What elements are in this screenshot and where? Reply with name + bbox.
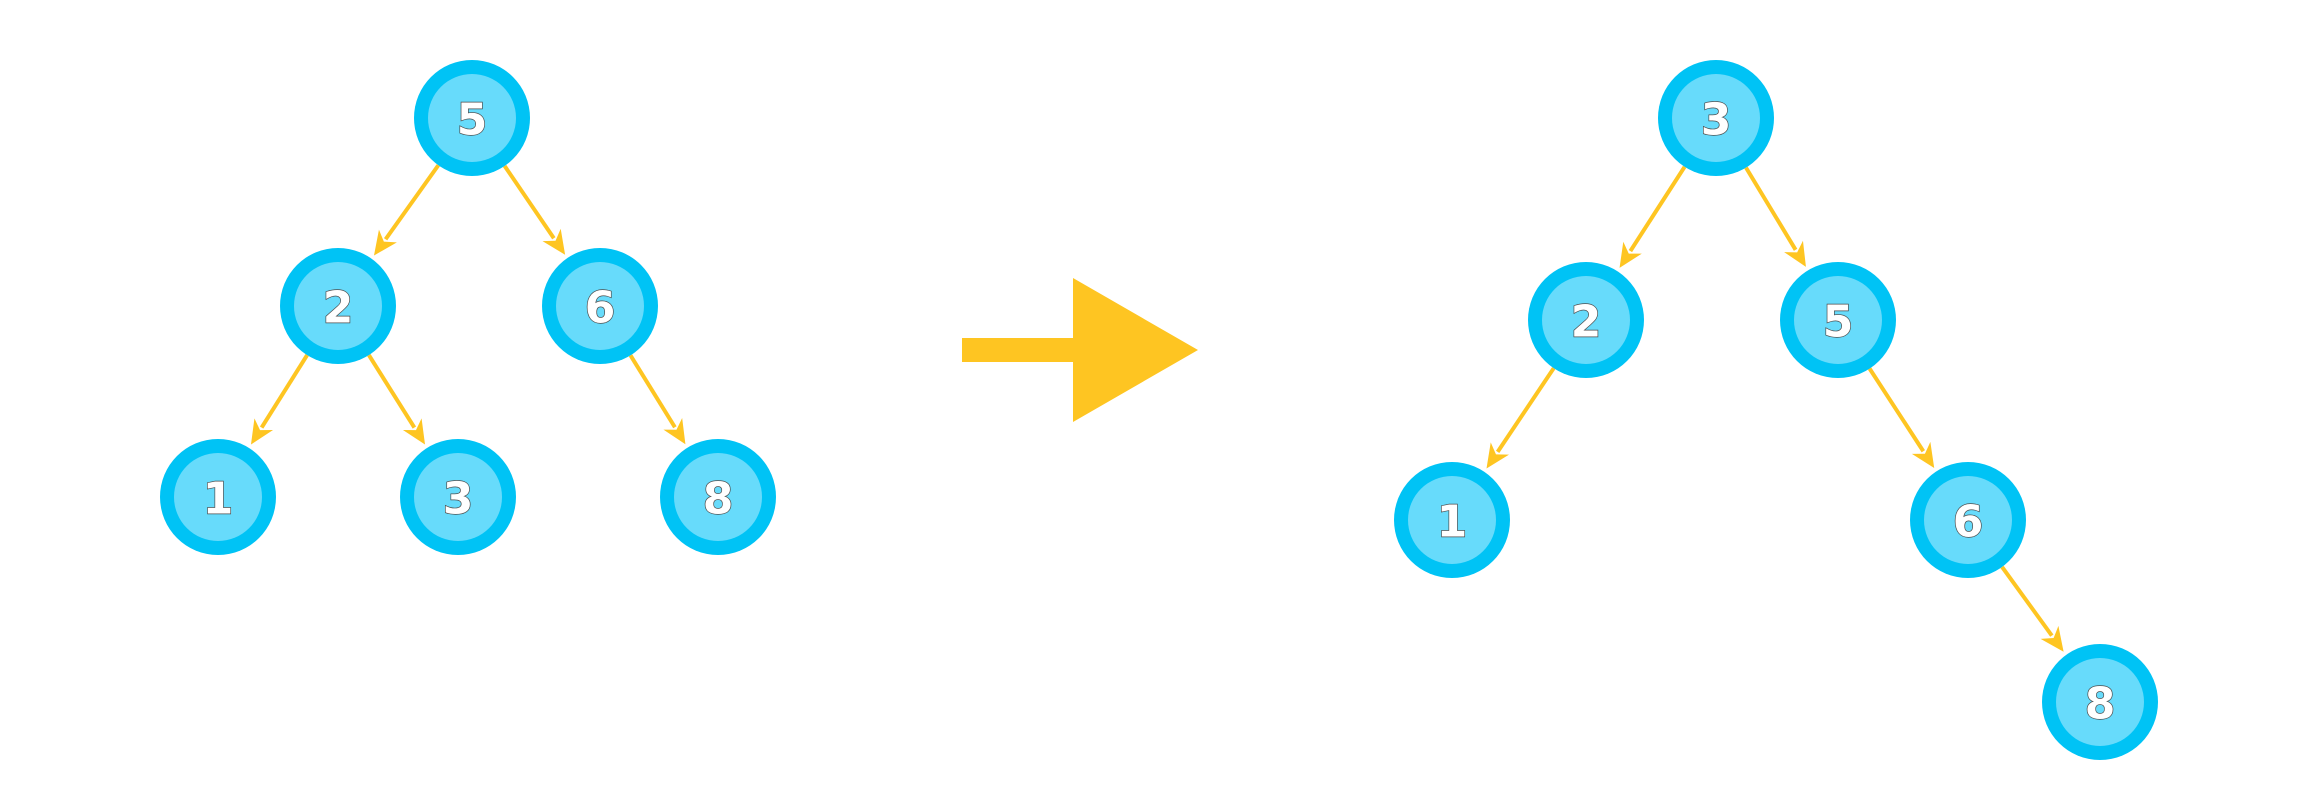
tree-node-8: 8 [660, 439, 776, 555]
tree-node-8: 8 [2042, 644, 2158, 760]
edge-line [502, 164, 556, 240]
tree-node-3: 3 [400, 439, 516, 555]
arrowhead-icon [250, 418, 274, 445]
node-fill [174, 453, 262, 541]
node-fill [428, 74, 516, 162]
tree-node-1: 1 [160, 439, 276, 555]
edge-3-to-2 [1619, 165, 1687, 268]
node-label: 8 [2085, 679, 2116, 730]
edge-line [383, 164, 440, 241]
node-label: 5 [457, 95, 488, 146]
arrowhead-icon [1619, 241, 1642, 268]
node-fill [1794, 276, 1882, 364]
arrowhead-icon [2040, 625, 2064, 652]
edge-5-to-6 [502, 164, 566, 255]
edge-6-to-8 [2000, 565, 2064, 652]
tree-node-5: 5 [414, 60, 530, 176]
node-label: 3 [443, 474, 474, 525]
after-tree: 3 2 5 1 6 8 [1394, 60, 2158, 760]
tree-node-2: 2 [280, 248, 396, 364]
edge-line [1495, 367, 1556, 453]
edge-5-to-2 [373, 164, 440, 256]
node-label: 2 [1571, 297, 1602, 348]
arrowhead-icon [542, 228, 566, 255]
node-label: 8 [703, 474, 734, 525]
node-label: 6 [585, 283, 616, 334]
node-label: 1 [1437, 497, 1468, 548]
arrowhead-icon [373, 229, 397, 256]
node-label: 5 [1823, 297, 1854, 348]
edge-line [1628, 165, 1687, 253]
node-fill [1542, 276, 1630, 364]
node-label: 1 [203, 474, 234, 525]
node-fill [674, 453, 762, 541]
tree-node-2: 2 [1528, 262, 1644, 378]
edge-2-to-1 [250, 354, 309, 445]
node-fill [1408, 476, 1496, 564]
edge-line [367, 354, 417, 429]
tree-node-3: 3 [1658, 60, 1774, 176]
arrowhead-icon [1784, 240, 1806, 267]
node-label: 3 [1701, 95, 1732, 146]
node-fill [2056, 658, 2144, 746]
tree-node-5: 5 [1780, 262, 1896, 378]
tree-node-6: 6 [542, 248, 658, 364]
before-tree: 5 2 6 1 3 8 [160, 60, 776, 555]
node-fill [556, 262, 644, 350]
arrowhead-icon [1911, 441, 1935, 469]
node-fill [414, 453, 502, 541]
edge-line [1744, 166, 1798, 251]
edge-3-to-5 [1744, 166, 1806, 267]
tree-node-1: 1 [1394, 462, 1510, 578]
edge-line [2000, 565, 2054, 637]
node-label: 6 [1953, 497, 1984, 548]
arrowhead-icon [1486, 442, 1510, 469]
edge-6-to-8 [628, 354, 686, 445]
edge-5-to-6 [1867, 367, 1935, 469]
tree-node-6: 6 [1910, 462, 2026, 578]
edge-line [259, 354, 309, 429]
transform-arrow-icon [962, 278, 1198, 422]
edge-2-to-3 [367, 354, 426, 445]
node-label: 2 [323, 283, 354, 334]
node-fill [1924, 476, 2012, 564]
edge-2-to-1 [1486, 367, 1556, 469]
node-fill [294, 262, 382, 350]
arrowhead-icon [663, 418, 686, 445]
edge-line [628, 354, 677, 429]
arrowhead-icon [402, 418, 426, 445]
edge-line [1867, 367, 1925, 453]
node-fill [1672, 74, 1760, 162]
